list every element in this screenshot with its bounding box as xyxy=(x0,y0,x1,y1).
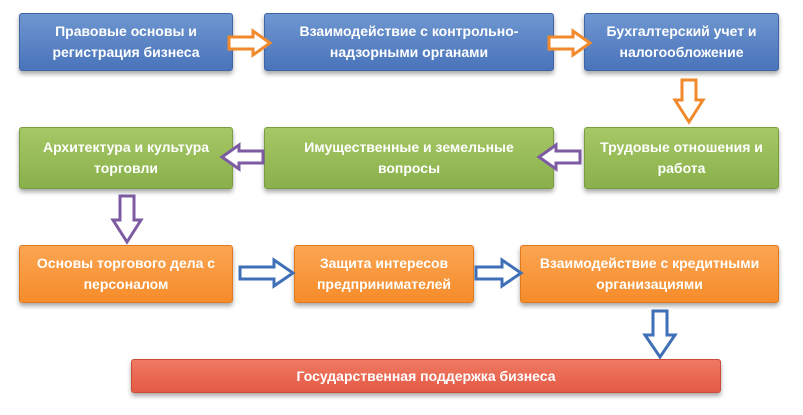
node-label: Архитектура и культура торговли xyxy=(42,139,210,176)
node-accounting-taxation: Бухгалтерский учет и налогообложение xyxy=(584,13,779,71)
node-label: Правовые основы и регистрация бизнеса xyxy=(52,23,200,60)
arrow-right-2 xyxy=(547,28,593,58)
node-protection-interests: Защита интересов предпринимателей xyxy=(294,245,474,303)
node-legal-registration: Правовые основы и регистрация бизнеса xyxy=(19,13,233,71)
arrow-right-3 xyxy=(238,257,296,289)
node-label: Бухгалтерский учет и налогообложение xyxy=(606,23,757,60)
arrow-left-2 xyxy=(219,142,265,172)
node-label: Государственная поддержка бизнеса xyxy=(296,367,556,384)
arrow-right-4 xyxy=(474,257,524,289)
arrow-down-3 xyxy=(642,309,678,360)
node-architecture-trade: Архитектура и культура торговли xyxy=(19,127,233,189)
node-labor-relations: Трудовые отношения и работа xyxy=(584,127,779,189)
node-label: Защита интересов предпринимателей xyxy=(316,255,452,292)
node-label: Имущественные и земельные вопросы xyxy=(304,139,514,176)
node-label: Основы торгового дела с персоналом xyxy=(36,255,216,292)
arrow-down-2 xyxy=(110,194,144,245)
node-property-land: Имущественные и земельные вопросы xyxy=(264,127,554,189)
node-trade-basics: Основы торгового дела с персоналом xyxy=(19,245,233,303)
arrow-left-1 xyxy=(536,142,582,172)
node-label: Взаимодействие с кредитными организациям… xyxy=(539,255,760,292)
node-label: Взаимодействие с контрольно-надзорными о… xyxy=(299,23,519,60)
arrow-down-1 xyxy=(672,78,706,125)
node-state-support: Государственная поддержка бизнеса xyxy=(131,359,721,393)
arrow-right-1 xyxy=(227,28,273,58)
node-credit-organizations: Взаимодействие с кредитными организациям… xyxy=(520,245,779,303)
node-control-bodies: Взаимодействие с контрольно-надзорными о… xyxy=(264,13,554,71)
node-label: Трудовые отношения и работа xyxy=(600,139,763,176)
